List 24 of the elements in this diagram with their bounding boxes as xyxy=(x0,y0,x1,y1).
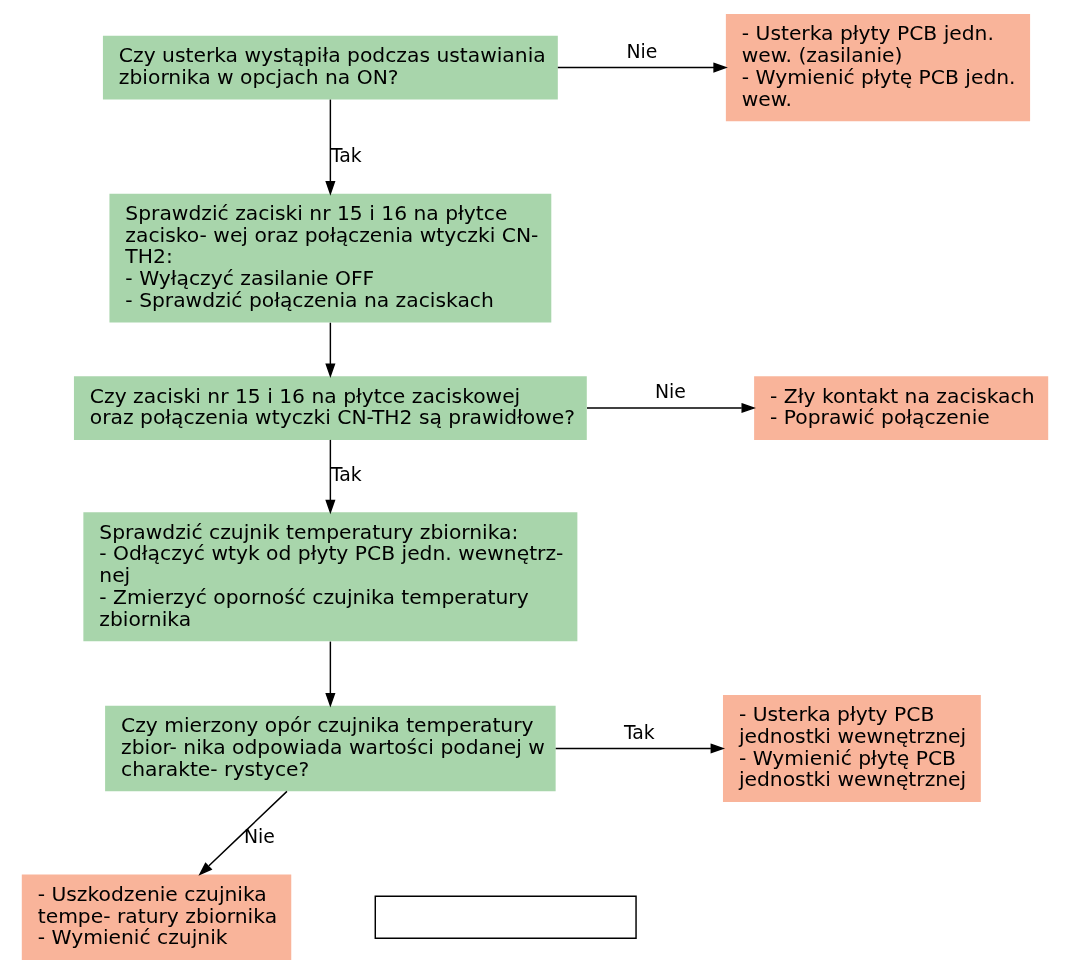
edge-label: Tak xyxy=(330,464,362,486)
arrow xyxy=(325,322,336,378)
arrow xyxy=(325,439,336,515)
arrow xyxy=(555,743,726,754)
node-box: Sprawdzić zaciski nr 15 i 16 na płytce zacisko- wej oraz połączenia wtyczki CN-TH2: - Wyłączyć zasilanie OFF - Sprawdzić połączenia na zaciskach xyxy=(109,193,552,323)
arrow xyxy=(586,402,756,414)
edge-label: Nie xyxy=(626,41,658,63)
node-box: - Usterka płyty PCB jedn. wew. (zasilanie) - Wymienić płytę PCB jedn. wew. xyxy=(725,14,1031,122)
node-box: - Usterka płyty PCB jednostki wewnętrznej - Wymienić płytę PCB jednostki wewnętrznej xyxy=(722,694,981,803)
node-box: - Uszkodzenie czujnika tempe- ratury zbiornika - Wymienić czujnik xyxy=(21,874,292,960)
edge-label: Tak xyxy=(330,145,362,167)
node-box: Czy zaciski nr 15 i 16 na płytce zaciskowej oraz połączenia wtyczki CN-TH2 są prawidłowe? xyxy=(73,376,587,440)
edge-label: Tak xyxy=(623,721,655,743)
arrow xyxy=(325,98,336,196)
node-box: Czy mierzony opór czujnika temperatury zbior- nika odpowiada wartości podanej w charakte- rystyce? xyxy=(105,705,556,792)
arrow xyxy=(325,640,336,708)
node-box: Sprawdzić czujnik temperatury zbiornika: - Odłączyć wtyk od płyty PCB jedn. wewnętrz- nej - Zmierzyć oporność czujnika temperatury zbiornika xyxy=(83,512,578,642)
edge-label: Nie xyxy=(655,381,686,403)
edge-label: Nie xyxy=(243,826,275,848)
arrow xyxy=(198,790,288,876)
arrow xyxy=(557,62,728,73)
node-box: Czy usterka wystąpiła podczas ustawiania zbiornika w opcjach na ON? xyxy=(102,35,558,100)
node-box xyxy=(374,895,637,939)
node-box: - Zły kontakt na zaciskach - Poprawić połączenie xyxy=(754,376,1049,440)
